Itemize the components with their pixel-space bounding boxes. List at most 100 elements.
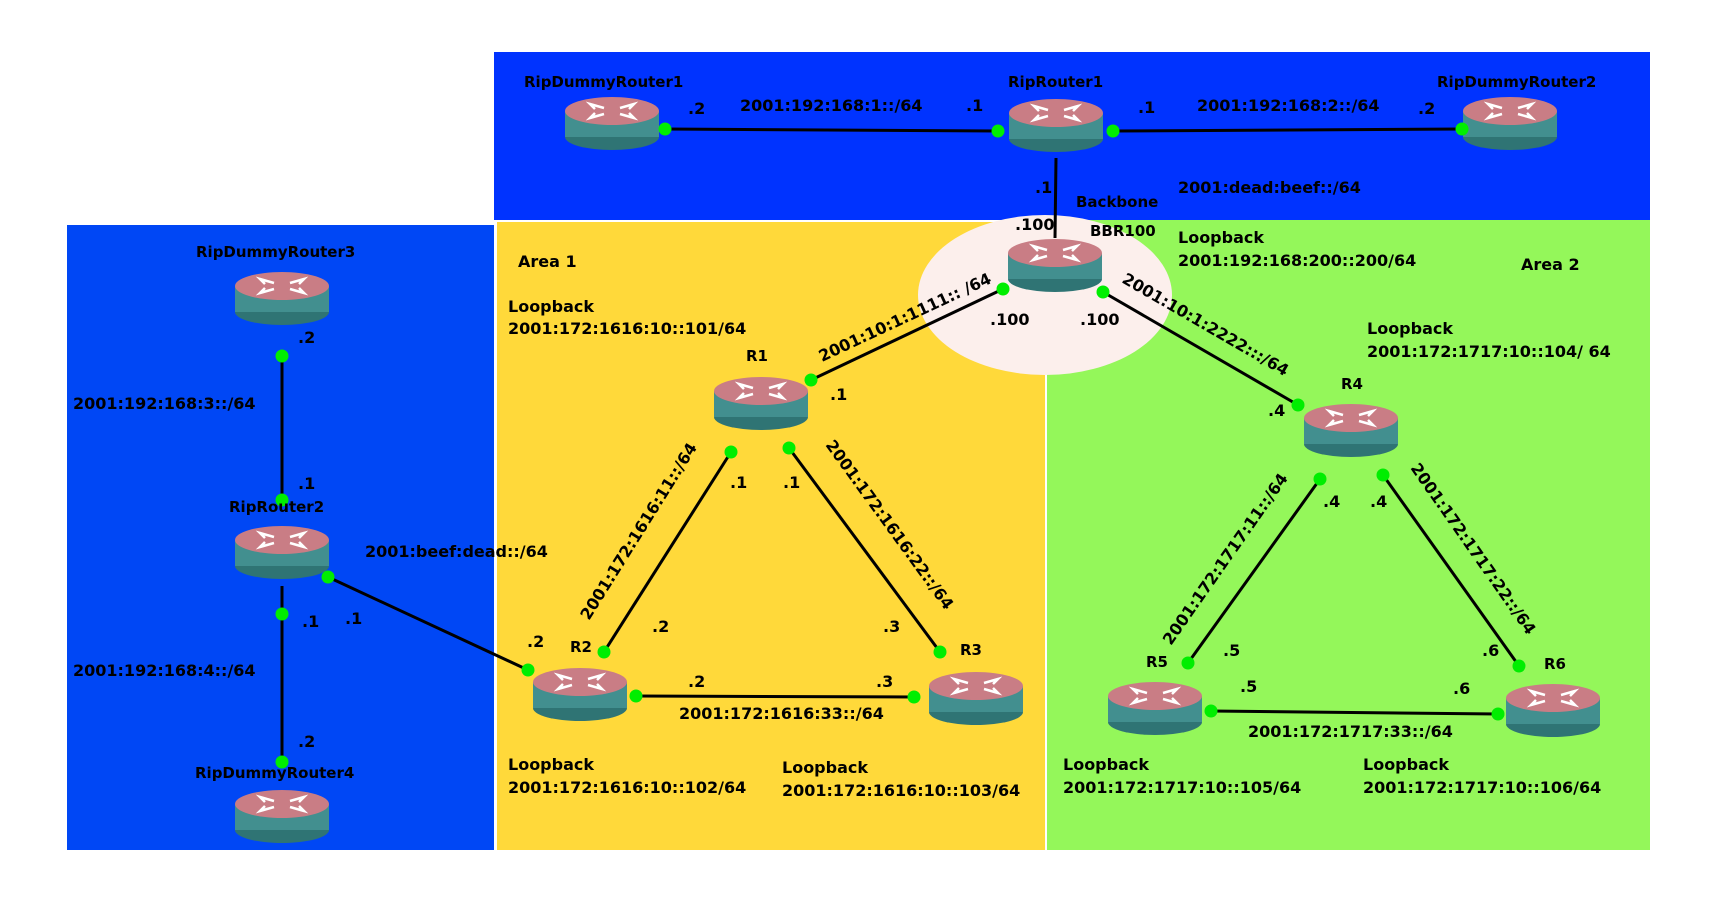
svg-text:.1: .1 — [730, 473, 747, 492]
router-riprouter1[interactable] — [1007, 97, 1105, 154]
loopback-r2-heading: Loopback — [508, 755, 594, 774]
svg-text:.1: .1 — [345, 609, 362, 628]
backbone-label: Backbone — [1076, 193, 1158, 211]
svg-text:.5: .5 — [1223, 641, 1240, 660]
loopback-r5-address: 2001:172:1717:10::105/64 — [1063, 778, 1301, 797]
router-icon — [531, 666, 629, 723]
loopback-r6-heading: Loopback — [1363, 755, 1449, 774]
label-riprouter1: RipRouter1 — [1008, 73, 1103, 91]
router-icon — [1461, 95, 1559, 152]
loopback-r3-heading: Loopback — [782, 758, 868, 777]
svg-text:.1: .1 — [1035, 178, 1052, 197]
svg-text:.100: .100 — [1080, 310, 1119, 329]
svg-text:.3: .3 — [876, 672, 893, 691]
router-r6[interactable] — [1504, 682, 1602, 739]
link-r2-r3 — [635, 694, 915, 699]
svg-text:.5: .5 — [1240, 677, 1257, 696]
link-r4-r5 — [1186, 478, 1322, 664]
router-icon — [1302, 402, 1400, 459]
svg-text:.1: .1 — [302, 612, 319, 631]
loopback-r1-address: 2001:172:1616:10::101/64 — [508, 319, 746, 338]
loopback-r3-address: 2001:172:1616:10::103/64 — [782, 781, 1020, 800]
loopback-bbr100-address: 2001:192:168:200::200/64 — [1178, 251, 1416, 270]
label-ripdummy2: RipDummyRouter2 — [1437, 73, 1596, 91]
link-bbr100-r4 — [1102, 290, 1299, 407]
router-ripdummy3[interactable] — [233, 270, 331, 327]
svg-text:.4: .4 — [1268, 401, 1285, 420]
area-2-label: Area 2 — [1521, 255, 1580, 274]
net-1717-33: 2001:172:1717:33::/64 — [1248, 722, 1453, 741]
loopback-bbr100-heading: Loopback — [1178, 228, 1264, 247]
svg-text:.4: .4 — [1370, 492, 1387, 511]
label-ripdummy4: RipDummyRouter4 — [195, 764, 354, 782]
svg-text:.6: .6 — [1453, 679, 1470, 698]
link-r1-r2 — [602, 451, 733, 653]
link-r4-r6 — [1381, 474, 1521, 667]
label-ripdummy3: RipDummyRouter3 — [196, 243, 355, 261]
svg-text:.2: .2 — [688, 99, 705, 118]
svg-text:.2: .2 — [298, 732, 315, 751]
router-ripdummy1[interactable] — [563, 95, 661, 152]
router-r4[interactable] — [1302, 402, 1400, 459]
router-icon — [712, 375, 810, 432]
svg-text:.2: .2 — [298, 328, 315, 347]
router-ripdummy4[interactable] — [233, 788, 331, 845]
svg-text:.1: .1 — [830, 385, 847, 404]
router-icon — [1007, 97, 1105, 154]
link-riprouter2-r2 — [327, 575, 529, 672]
loopback-r4-heading: Loopback — [1367, 319, 1453, 338]
router-bbr100[interactable] — [1006, 237, 1104, 294]
svg-text:.100: .100 — [1015, 215, 1054, 234]
router-r2[interactable] — [531, 666, 629, 723]
net-192-168-4: 2001:192:168:4::/64 — [73, 661, 256, 680]
router-r1[interactable] — [712, 375, 810, 432]
label-r4: R4 — [1341, 375, 1363, 393]
net-1616-33: 2001:172:1616:33::/64 — [679, 704, 884, 723]
loopback-r5-heading: Loopback — [1063, 755, 1149, 774]
port-dots — [275, 122, 1526, 769]
link-ripdummy1-riprouter1 — [664, 127, 999, 133]
svg-text:.1: .1 — [966, 96, 983, 115]
router-riprouter2[interactable] — [233, 524, 331, 581]
svg-text:.1: .1 — [783, 473, 800, 492]
svg-text:.6: .6 — [1482, 641, 1499, 660]
label-r3: R3 — [960, 641, 982, 659]
router-icon — [1006, 237, 1104, 294]
label-r5: R5 — [1146, 653, 1168, 671]
net-beef-dead: 2001:beef:dead::/64 — [365, 542, 548, 561]
net-192-168-2: 2001:192:168:2::/64 — [1197, 96, 1380, 115]
svg-text:.1: .1 — [298, 474, 315, 493]
router-r3[interactable] — [927, 670, 1025, 727]
router-icon — [233, 788, 331, 845]
label-r1: R1 — [746, 347, 768, 365]
svg-text:.2: .2 — [688, 672, 705, 691]
svg-text:.2: .2 — [652, 617, 669, 636]
router-icon — [1106, 680, 1204, 737]
svg-text:.2: .2 — [1418, 99, 1435, 118]
link-bbr100-r1 — [810, 287, 1004, 382]
loopback-r4-address: 2001:172:1717:10::104/ 64 — [1367, 342, 1611, 361]
router-icon — [233, 270, 331, 327]
loopback-r6-address: 2001:172:1717:10::106/64 — [1363, 778, 1601, 797]
net-192-168-1: 2001:192:168:1::/64 — [740, 96, 923, 115]
net-dead-beef: 2001:dead:beef::/64 — [1178, 178, 1361, 197]
link-riprouter1-bbr100 — [1053, 157, 1058, 239]
router-icon — [563, 95, 661, 152]
label-bbr100: BBR100 — [1090, 222, 1156, 240]
area-1-label: Area 1 — [518, 252, 577, 271]
router-r5[interactable] — [1106, 680, 1204, 737]
label-r2: R2 — [570, 638, 592, 656]
label-r6: R6 — [1544, 655, 1566, 673]
svg-text:.3: .3 — [883, 617, 900, 636]
port-labels: .2 .1 .1 .2 .1 .100 .100 .100 .1 .2 .1 .… — [298, 96, 1499, 751]
svg-text:.100: .100 — [990, 310, 1029, 329]
label-ripdummy1: RipDummyRouter1 — [524, 73, 683, 91]
svg-text:.1: .1 — [1138, 98, 1155, 117]
link-r1-r3 — [787, 447, 942, 653]
label-riprouter2: RipRouter2 — [229, 498, 324, 516]
svg-text:.4: .4 — [1323, 492, 1340, 511]
router-icon — [233, 524, 331, 581]
router-icon — [1504, 682, 1602, 739]
router-ripdummy2[interactable] — [1461, 95, 1559, 152]
